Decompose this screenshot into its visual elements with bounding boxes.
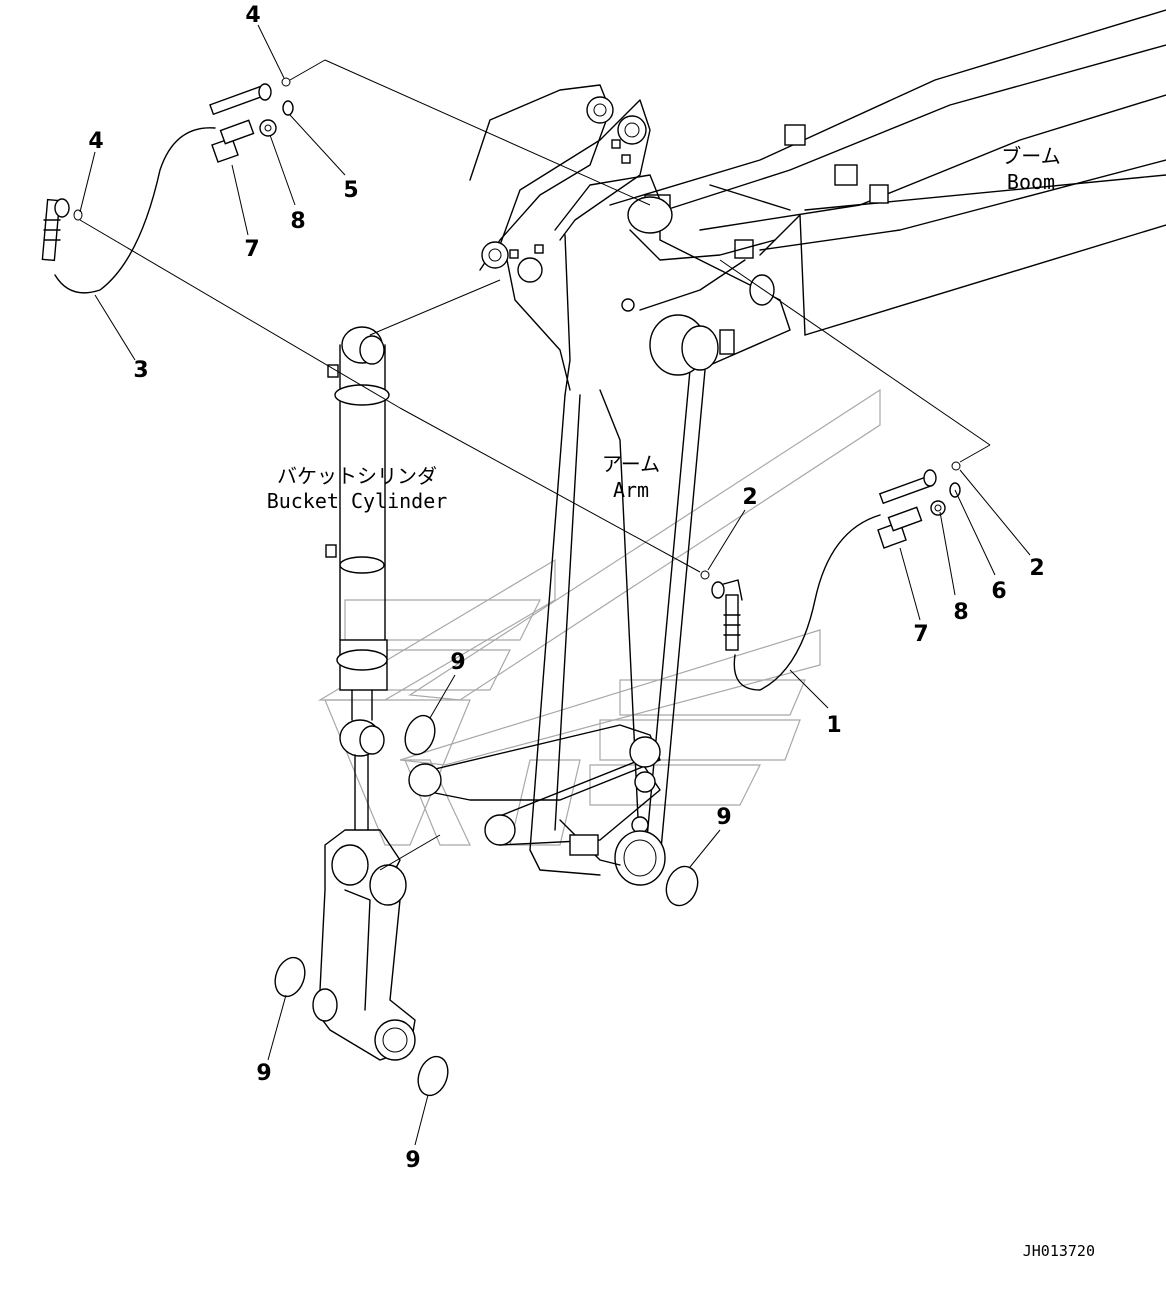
watermark-logo bbox=[317, 388, 881, 846]
callout-numbers: 4 4 5 8 7 3 2 2 6 8 7 1 9 9 9 9 bbox=[88, 3, 1044, 1173]
callout-4-top: 4 bbox=[245, 3, 260, 28]
callout-8-right: 8 bbox=[953, 600, 968, 625]
o-ring-d bbox=[417, 1055, 449, 1097]
boom-label-en: Boom bbox=[1007, 170, 1055, 194]
bucket-cylinder-label-en: Bucket Cylinder bbox=[267, 489, 448, 513]
callout-7-left: 7 bbox=[244, 237, 259, 262]
callout-4-left: 4 bbox=[88, 129, 103, 154]
callout-9-d: 9 bbox=[405, 1148, 420, 1173]
link bbox=[312, 829, 416, 1061]
callout-9-c: 9 bbox=[256, 1061, 271, 1086]
arm-label-en: Arm bbox=[613, 478, 649, 502]
o-ring-b bbox=[665, 865, 699, 907]
o-ring-a bbox=[404, 714, 436, 756]
o-ring-c bbox=[274, 956, 306, 998]
bucket-cylinder bbox=[325, 326, 390, 831]
boom bbox=[609, 9, 1166, 355]
boom-label-jp: ブーム bbox=[1001, 144, 1060, 168]
bucket-cylinder-label-jp: バケットシリンダ bbox=[277, 464, 437, 488]
arm-label-jp: アーム bbox=[602, 452, 660, 476]
drawing-code: JH013720 bbox=[1023, 1242, 1095, 1260]
callout-5: 5 bbox=[343, 178, 358, 203]
callout-3: 3 bbox=[133, 358, 148, 383]
sensor-right bbox=[700, 461, 961, 691]
o-rings bbox=[274, 714, 699, 1097]
assembly-lines bbox=[79, 59, 991, 871]
bucket-link bbox=[408, 724, 666, 886]
callout-9-b: 9 bbox=[716, 805, 731, 830]
callout-lines bbox=[79, 24, 1031, 1146]
callout-2-center: 2 bbox=[742, 485, 757, 510]
callout-1: 1 bbox=[826, 713, 841, 738]
callout-7-right: 7 bbox=[913, 622, 928, 647]
callout-8-left: 8 bbox=[290, 209, 305, 234]
sensor-left bbox=[41, 77, 294, 294]
callout-2-right: 2 bbox=[1029, 556, 1044, 581]
arm bbox=[469, 84, 791, 876]
component-labels: ブーム Boom アーム Arm バケットシリンダ Bucket Cylinde… bbox=[267, 144, 1061, 513]
callout-9-a: 9 bbox=[450, 650, 465, 675]
callout-6: 6 bbox=[991, 579, 1006, 604]
